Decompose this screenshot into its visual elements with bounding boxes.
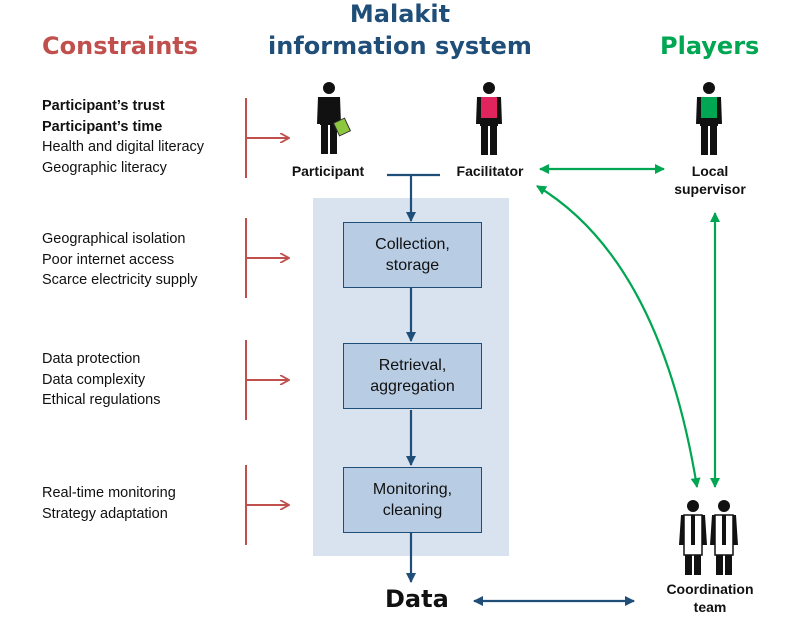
constraint-group-participant: Participant’s trust Participant’s time H…	[42, 96, 204, 178]
constraint-item: Geographical isolation	[42, 231, 186, 247]
step-line1: Monitoring,	[372, 481, 453, 498]
participant-icon	[317, 82, 352, 154]
local-supervisor-label: Local supervisor	[660, 162, 760, 198]
step-collection-storage: Collection, storage	[343, 222, 482, 288]
step-line1: Collection,	[375, 236, 450, 253]
system-header-line1: Malakit	[349, 0, 451, 28]
data-output-label: Data	[385, 585, 449, 613]
step-monitoring-cleaning: Monitoring, cleaning	[343, 467, 482, 533]
participant-label: Participant	[291, 163, 365, 179]
constraint-group-monitoring: Real-time monitoring Strategy adaptation	[42, 483, 176, 524]
constraint-group-collection: Geographical isolation Poor internet acc…	[42, 229, 198, 291]
coordination-team-label: Coordination team	[650, 580, 770, 616]
constraint-item: Participant’s trust	[42, 98, 165, 114]
constraint-item: Real-time monitoring	[42, 485, 176, 501]
constraint-item: Strategy adaptation	[42, 505, 168, 522]
step-retrieval-aggregation: Retrieval, aggregation	[343, 343, 482, 409]
facilitator-coordination-arrow	[536, 185, 701, 488]
constraint-item: Data protection	[42, 351, 141, 367]
step-line2: storage	[385, 257, 440, 274]
system-header-line2: information system	[268, 32, 532, 60]
constraint-item: Health and digital literacy	[42, 139, 205, 156]
constraint-item: Poor internet access	[42, 251, 175, 268]
constraint-item: Data complexity	[42, 371, 146, 388]
constraint-item: Participant’s time	[42, 118, 163, 135]
coordination-team-icon	[679, 500, 738, 575]
coordination-team-label-line1: Coordination	[666, 581, 754, 597]
step-line2: aggregation	[370, 378, 455, 395]
step-line2: cleaning	[382, 502, 443, 519]
facilitator-label: Facilitator	[456, 163, 524, 179]
constraint-group-retrieval: Data protection Data complexity Ethical …	[42, 349, 161, 411]
facilitator-icon	[476, 82, 502, 155]
constraint-item: Ethical regulations	[42, 392, 161, 409]
constraints-header: Constraints	[42, 32, 199, 60]
local-supervisor-label-line2: supervisor	[674, 181, 746, 197]
local-supervisor-icon	[696, 82, 722, 155]
players-header: Players	[660, 32, 760, 60]
local-supervisor-label-line1: Local	[691, 163, 729, 179]
step-line1: Retrieval,	[378, 357, 447, 374]
constraint-item: Geographic literacy	[42, 159, 167, 176]
coordination-team-label-line2: team	[693, 599, 727, 615]
constraint-item: Scarce electricity supply	[42, 272, 198, 289]
